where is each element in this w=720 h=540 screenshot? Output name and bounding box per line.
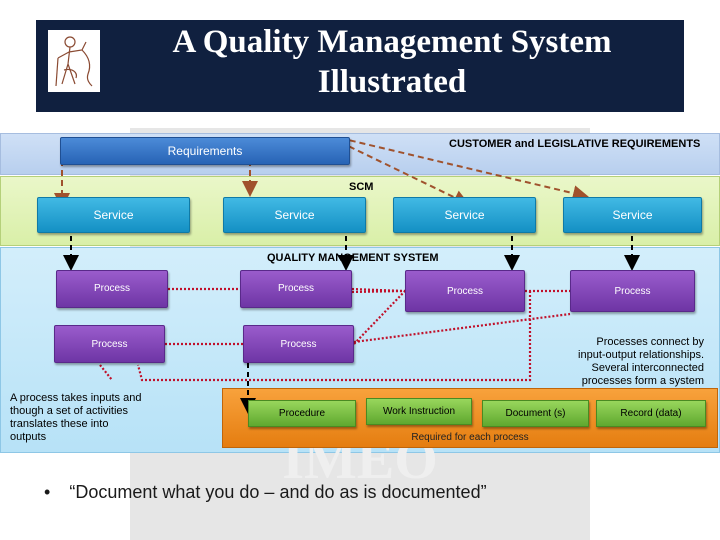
procedure-box: Procedure [248,400,356,427]
scm-band-label: SCM [349,181,374,193]
process-box-4: Process [570,270,695,312]
note-right-line-3: Several interconnected [591,362,704,374]
requirements-box: Requirements [60,137,350,165]
figure-logo-icon [55,36,93,87]
note-right-line-4: processes form a system [581,375,704,387]
record-box: Record (data) [596,400,706,427]
link-p6-p4 [353,312,571,344]
link-loop [136,291,532,382]
note-right-line-2: input-output relationships. [578,349,704,361]
note-left-line-4: outputs [10,431,47,443]
service-box-3: Service [393,197,536,233]
note-right-line-1: Processes connect by [596,336,704,348]
requirements-arrows [54,137,589,209]
note-left-line-3: translates these into [10,418,109,430]
slide-title: A Quality Management System Illustrated [100,22,684,102]
title-line-1: A Quality Management System [172,24,612,60]
process-box-2: Process [240,270,352,308]
title-banner [36,20,684,112]
link-p2b-p3 [351,289,406,294]
documents-box: Document (s) [482,400,589,427]
process-definition-note: A process takes inputs and though a set … [10,392,210,444]
req-arrow-4 [339,137,589,202]
title-line-2: Illustrated [317,64,467,100]
process-box-1: Process [56,270,168,308]
documentation-caption: Required for each process [411,432,529,443]
bullet-text: “Document what you do – and do as is doc… [69,482,487,502]
work-instruction-box: Work Instruction [366,398,472,425]
process-box-6: Process [243,325,354,363]
note-left-line-2: though a set of activities [10,405,129,417]
service-box-1: Service [37,197,190,233]
process-box-3: Process [405,270,525,312]
req-arrow-3 [339,141,470,205]
bullet-point: • “Document what you do – and do as is d… [44,482,487,503]
process-connection-note: Processes connect by input-output relati… [520,336,704,388]
process-box-5: Process [54,325,165,363]
link-p6-p3 [353,290,406,345]
bullet-dot: • [44,482,51,502]
service-box-4: Service [563,197,702,233]
process-links [99,287,571,382]
logo [48,30,100,92]
customer-band-label: CUSTOMER and LEGISLATIVE REQUIREMENTS [449,138,701,150]
link-loop-left [99,364,113,381]
note-left-line-1: A process takes inputs and [10,392,142,404]
service-box-2: Service [223,197,366,233]
